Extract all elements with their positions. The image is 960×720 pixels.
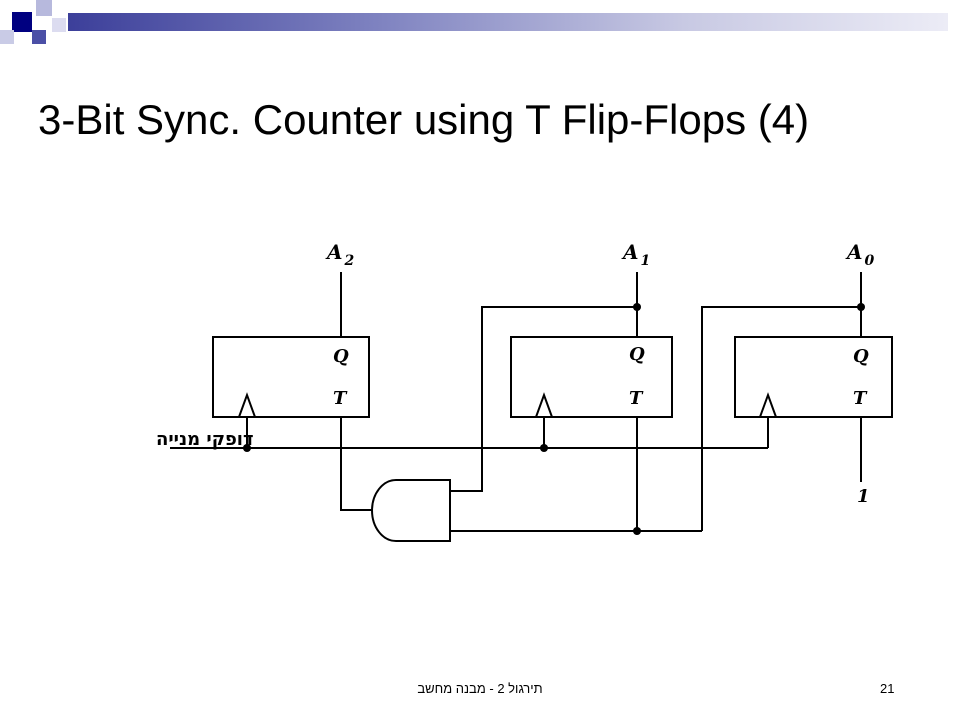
wire-and-to-t2 — [340, 417, 372, 511]
footer-text: תירגול 2 - מבנה מחשב — [417, 681, 543, 696]
corner-square-dark — [12, 12, 32, 32]
title-bar — [68, 13, 948, 31]
flip-flop-2 — [212, 336, 370, 418]
ff0-t-label: T — [853, 388, 868, 409]
corner-square-pale — [52, 18, 66, 32]
corner-square-mid — [36, 0, 52, 16]
clock-triangle-2 — [238, 392, 256, 418]
ff1-t-label: T — [629, 388, 644, 409]
wire-a0-feedback — [701, 306, 861, 531]
wire-a1-to-and — [450, 306, 637, 492]
clock-input-label: דופקי מנייה — [156, 429, 254, 450]
corner-decoration — [0, 0, 80, 56]
junction-a1 — [633, 303, 641, 311]
page-number: 21 — [880, 681, 895, 696]
flip-flop-1 — [510, 336, 673, 418]
corner-square-accent — [32, 30, 46, 44]
and-gate — [371, 479, 451, 542]
clock-triangle-0 — [759, 392, 777, 418]
junction-clock-ff1 — [540, 444, 548, 452]
junction-t1-bus — [633, 527, 641, 535]
junction-a0 — [857, 303, 865, 311]
flip-flop-0 — [734, 336, 893, 418]
ff2-q-label: Q — [333, 346, 349, 367]
slide-title: 3-Bit Sync. Counter using T Flip-Flops (… — [38, 96, 810, 143]
corner-square-light — [0, 30, 14, 44]
clock-triangle-1 — [535, 392, 553, 418]
junction-clock-ff2 — [243, 444, 251, 452]
ff2-t-label: T — [333, 388, 348, 409]
ff1-q-label: Q — [629, 344, 645, 365]
ff0-q-label: Q — [853, 346, 869, 367]
constant-input-label: 1 — [857, 486, 870, 507]
